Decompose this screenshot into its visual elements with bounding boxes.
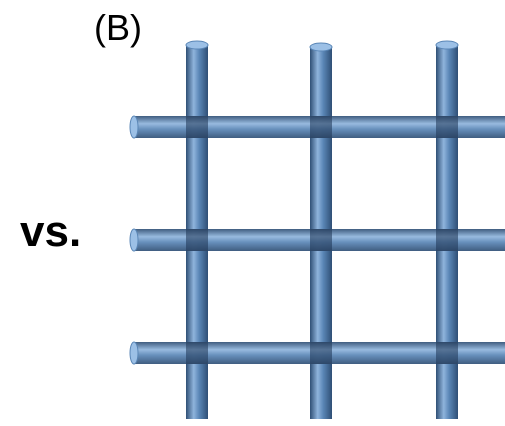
rod-mesh-diagram [0,0,505,426]
